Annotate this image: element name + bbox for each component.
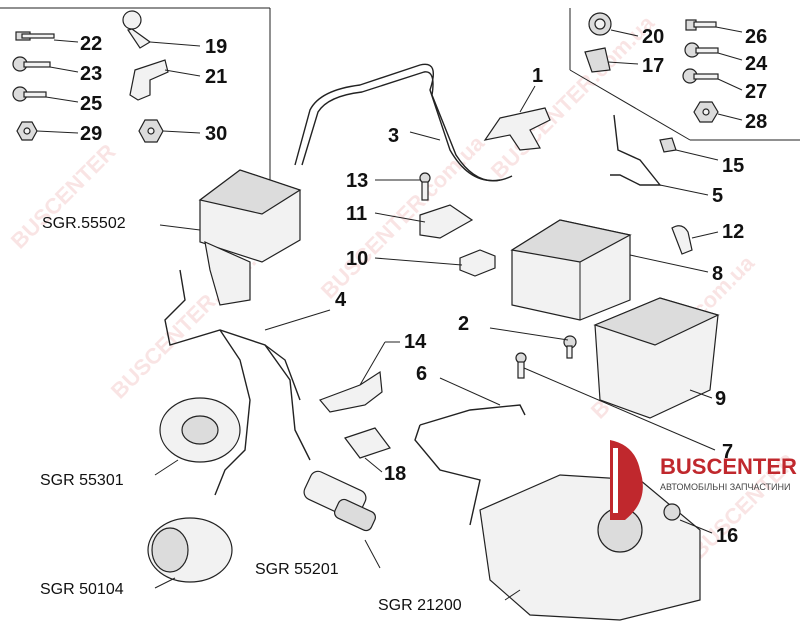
- bolt-2: [489, 327, 577, 359]
- label-28: 28: [745, 111, 767, 133]
- bracket-11: [419, 204, 474, 239]
- bolt-22: [15, 31, 79, 43]
- cap-15: [659, 137, 719, 161]
- label-2: 2: [458, 313, 469, 335]
- ground-cable-6: [414, 377, 526, 526]
- label-14: 14: [404, 331, 427, 353]
- label-1: 1: [532, 65, 543, 87]
- clip-20: [588, 12, 639, 37]
- label-26: 26: [745, 26, 767, 48]
- nut-30: [138, 119, 201, 143]
- label-27: 27: [745, 81, 767, 103]
- nut-29: [16, 121, 79, 141]
- buscenter-logo: BUSCENTER АВТОМОБІЛЬНІ ЗАПЧАСТИНИ: [610, 440, 797, 520]
- bracket-1: [483, 85, 551, 151]
- label-19: 19: [205, 36, 227, 58]
- label-22: 22: [80, 33, 102, 55]
- label-5: 5: [712, 185, 723, 207]
- label-8: 8: [712, 263, 723, 285]
- label-20: 20: [642, 26, 664, 48]
- ref-sgr-50104: SGR 50104: [40, 581, 124, 598]
- label-6: 6: [416, 363, 427, 385]
- starter-motor: [303, 470, 381, 569]
- nut-28: [693, 101, 743, 123]
- ref-sgr-21200: SGR 21200: [378, 597, 462, 614]
- bolt-27: [682, 68, 743, 91]
- label-10: 10: [346, 248, 368, 270]
- label-21: 21: [205, 66, 227, 88]
- label-16: 16: [716, 525, 738, 547]
- ac-compressor: [147, 517, 233, 589]
- label-12: 12: [722, 221, 744, 243]
- clip-17: [584, 47, 639, 73]
- label-3: 3: [388, 125, 399, 147]
- cap-12: [671, 225, 719, 255]
- battery-tray-9: [593, 297, 720, 419]
- alternator: [154, 397, 241, 476]
- label-17: 17: [642, 55, 664, 77]
- separator-lines: [0, 7, 800, 215]
- logo-brand: BUSCENTER: [660, 454, 797, 479]
- watermark-text: BUSCENTER: [6, 139, 121, 254]
- wiring-harness-4: [164, 269, 331, 496]
- label-15: 15: [722, 155, 744, 177]
- bolt-7: [515, 352, 716, 451]
- ecu-unit: [159, 169, 302, 306]
- bolt-13: [419, 172, 431, 201]
- ref-sgr-55502: SGR.55502: [42, 215, 126, 232]
- label-29: 29: [80, 123, 102, 145]
- logo-tagline: АВТОМОБІЛЬНІ ЗАПЧАСТИНИ: [660, 482, 790, 492]
- battery-cable-3: [294, 63, 513, 182]
- ref-sgr-55301: SGR 55301: [40, 472, 124, 489]
- label-9: 9: [715, 388, 726, 410]
- label-7: 7: [722, 441, 733, 463]
- label-13: 13: [346, 170, 368, 192]
- cable-5: [610, 114, 709, 196]
- bolt-25: [12, 86, 79, 103]
- plate-18: [344, 427, 391, 473]
- label-11: 11: [346, 203, 367, 225]
- bracket-14: [318, 341, 400, 413]
- label-25: 25: [80, 93, 102, 115]
- label-leaders: [374, 179, 463, 266]
- label-24: 24: [745, 53, 768, 75]
- bolt-23: [12, 56, 79, 73]
- sgr-labels: SGR.55502 SGR 55301 SGR 50104 SGR 55201 …: [40, 215, 462, 614]
- label-18: 18: [384, 463, 406, 485]
- part-number-labels: 22 23 25 29 19 21 30 20 17 26 24 27 28 1…: [80, 26, 768, 547]
- label-30: 30: [205, 123, 227, 145]
- bolt-24: [684, 42, 743, 61]
- bracket-10: [459, 249, 496, 277]
- plug-16: [663, 503, 713, 534]
- ref-sgr-55201: SGR 55201: [255, 561, 339, 578]
- bolt-26: [685, 19, 743, 33]
- label-23: 23: [80, 63, 102, 85]
- clip-19: [122, 10, 201, 49]
- battery-8: [510, 219, 709, 321]
- gearbox: [479, 474, 701, 621]
- label-4: 4: [335, 289, 347, 311]
- bracket-21: [129, 59, 201, 101]
